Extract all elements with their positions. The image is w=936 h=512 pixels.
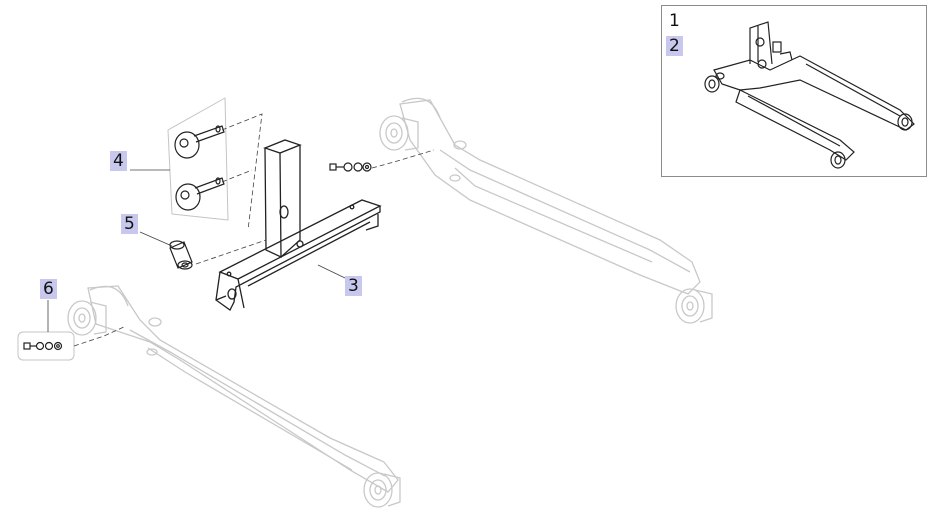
right-leg-front-wheel bbox=[675, 288, 713, 324]
callout-3[interactable]: 3 bbox=[345, 276, 362, 296]
bolt-kit-box[interactable] bbox=[17, 331, 75, 361]
inset-wheel-rear bbox=[897, 113, 913, 131]
callout-2[interactable]: 2 bbox=[666, 36, 683, 56]
right-leg-rear-wheel bbox=[379, 115, 419, 151]
right-leg-assembly[interactable] bbox=[379, 97, 713, 324]
bolt-set-right[interactable] bbox=[329, 162, 372, 172]
callout-5[interactable]: 5 bbox=[121, 214, 138, 234]
assembled-view bbox=[704, 21, 915, 169]
inset-wheel-front bbox=[830, 151, 846, 169]
knob-upper bbox=[174, 125, 225, 159]
callout-1[interactable]: 1 bbox=[669, 11, 680, 31]
callout-4[interactable]: 4 bbox=[110, 151, 127, 171]
spacer-sleeve[interactable] bbox=[169, 240, 193, 270]
assembled-view-frame bbox=[661, 5, 927, 177]
inset-wheel-left bbox=[704, 75, 720, 93]
left-leg-assembly[interactable] bbox=[67, 285, 401, 508]
center-crossbar-frame[interactable] bbox=[215, 139, 382, 311]
callout-6[interactable]: 6 bbox=[40, 279, 57, 299]
knob-screw-group[interactable] bbox=[167, 97, 229, 221]
assembly-guide-lines bbox=[73, 113, 435, 347]
left-leg-front-wheel bbox=[363, 472, 401, 508]
left-leg-rear-wheel bbox=[67, 300, 107, 336]
knob-lower bbox=[175, 177, 225, 211]
callout-leaders bbox=[47, 169, 346, 332]
